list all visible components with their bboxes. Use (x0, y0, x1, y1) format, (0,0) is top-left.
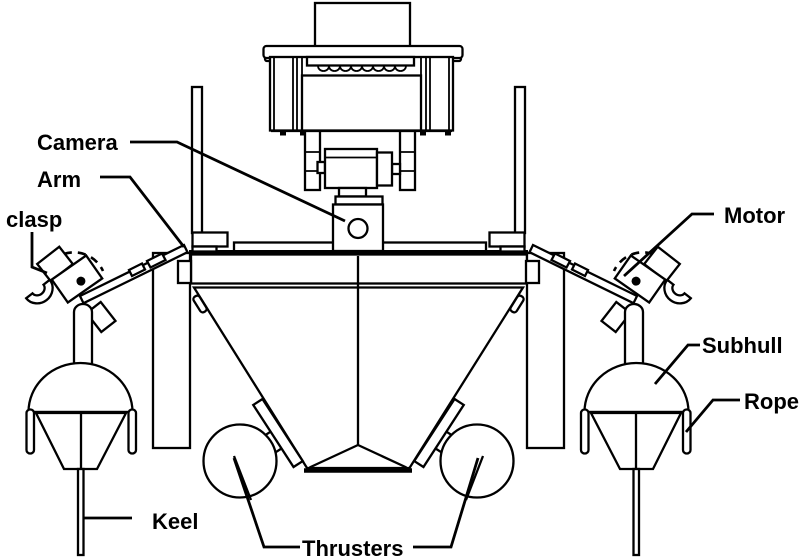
mount-hole (347, 217, 369, 240)
motor-foot (84, 300, 118, 334)
rope-fender (127, 408, 138, 455)
label-rope: Rope (744, 389, 799, 414)
subhull-dome (27, 361, 134, 414)
label-motor: Motor (724, 203, 786, 228)
gimbal-hanger-right (398, 129, 417, 192)
leader-clasp (30, 232, 48, 275)
subhull-strut (72, 302, 94, 364)
left-assembly (24, 85, 305, 557)
case-foot (420, 131, 426, 136)
arm-tab (127, 261, 147, 278)
gimbal-hanger-left (303, 129, 322, 192)
case-front-panel (300, 74, 423, 132)
gimbal-pedestal (337, 186, 368, 198)
camera-right-link (390, 162, 402, 176)
top-box (313, 1, 412, 49)
case-foot (300, 131, 306, 136)
arm-pivot-tab (176, 259, 193, 285)
camera-lens-cap (375, 151, 394, 187)
thruster-bracket (251, 397, 305, 469)
arm-tab (145, 251, 168, 270)
leader-subhull (653, 343, 700, 385)
motor-shaft-dot (76, 276, 86, 286)
label-arm: Arm (37, 167, 81, 192)
keel-fin (76, 467, 85, 557)
label-thrusters: Thrusters (302, 536, 403, 558)
label-clasp: clasp (6, 207, 62, 232)
case-foot (445, 131, 451, 136)
label-keel: Keel (152, 509, 198, 534)
hull-bottom-vee (309, 443, 407, 469)
thruster (202, 423, 278, 499)
mast-post (190, 85, 204, 235)
gimbal-base (334, 195, 384, 206)
post-bracket-step (191, 245, 218, 253)
rope-fender (25, 408, 36, 455)
motor-block (50, 253, 104, 305)
lid-inner (305, 55, 416, 67)
camera-gimbal (303, 129, 417, 206)
equipment-case (262, 1, 464, 136)
leader-motor (623, 212, 714, 278)
leader-arm (100, 175, 186, 248)
deck-top-edge (189, 250, 528, 255)
foam-seal-scallops (317, 65, 407, 72)
hull-pin (192, 294, 208, 314)
leader-camera (130, 140, 346, 223)
label-camera: Camera (37, 130, 118, 155)
case-foot (280, 131, 286, 136)
post-bracket (191, 231, 229, 248)
hanger-joints (305, 151, 415, 172)
leader-rope (684, 398, 740, 433)
camera-body (323, 147, 379, 190)
leader-thruster-right (413, 457, 480, 549)
label-subhull: Subhull (702, 333, 783, 358)
leader-thruster-left (232, 457, 300, 549)
